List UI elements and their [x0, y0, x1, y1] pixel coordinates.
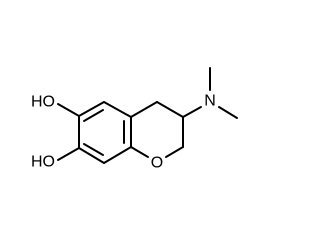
hydroxyl-bottom-label: HO: [31, 154, 55, 171]
ring-oxygen-label: O: [151, 155, 163, 172]
bond-ring-oxygen-right: [165, 146, 184, 158]
bond-ring-c3: [156, 101, 184, 118]
bond-hydroxyl-top: [57, 103, 80, 117]
bond-aromatic-bottom-right: [103, 146, 132, 164]
bond-aromatic-top-right: [103, 101, 132, 118]
bond-aromatic-bottom-left-inner: [83, 143, 104, 156]
bond-hydroxyl-bottom: [57, 147, 80, 161]
bond-aromatic-top-left-inner: [83, 109, 104, 122]
chemical-structure: HO HO O N: [31, 67, 238, 172]
bond-amine: [182, 106, 202, 118]
amine-nitrogen-label: N: [204, 93, 216, 110]
bond-aromatic-bottom-left: [78, 147, 105, 164]
bond-ring-oxygen-left: [130, 146, 149, 158]
bond-ring-c4: [130, 101, 158, 118]
bond-methyl-right: [218, 106, 238, 119]
hydroxyl-top-label: HO: [31, 94, 55, 111]
bond-aromatic-top-left: [78, 101, 105, 117]
